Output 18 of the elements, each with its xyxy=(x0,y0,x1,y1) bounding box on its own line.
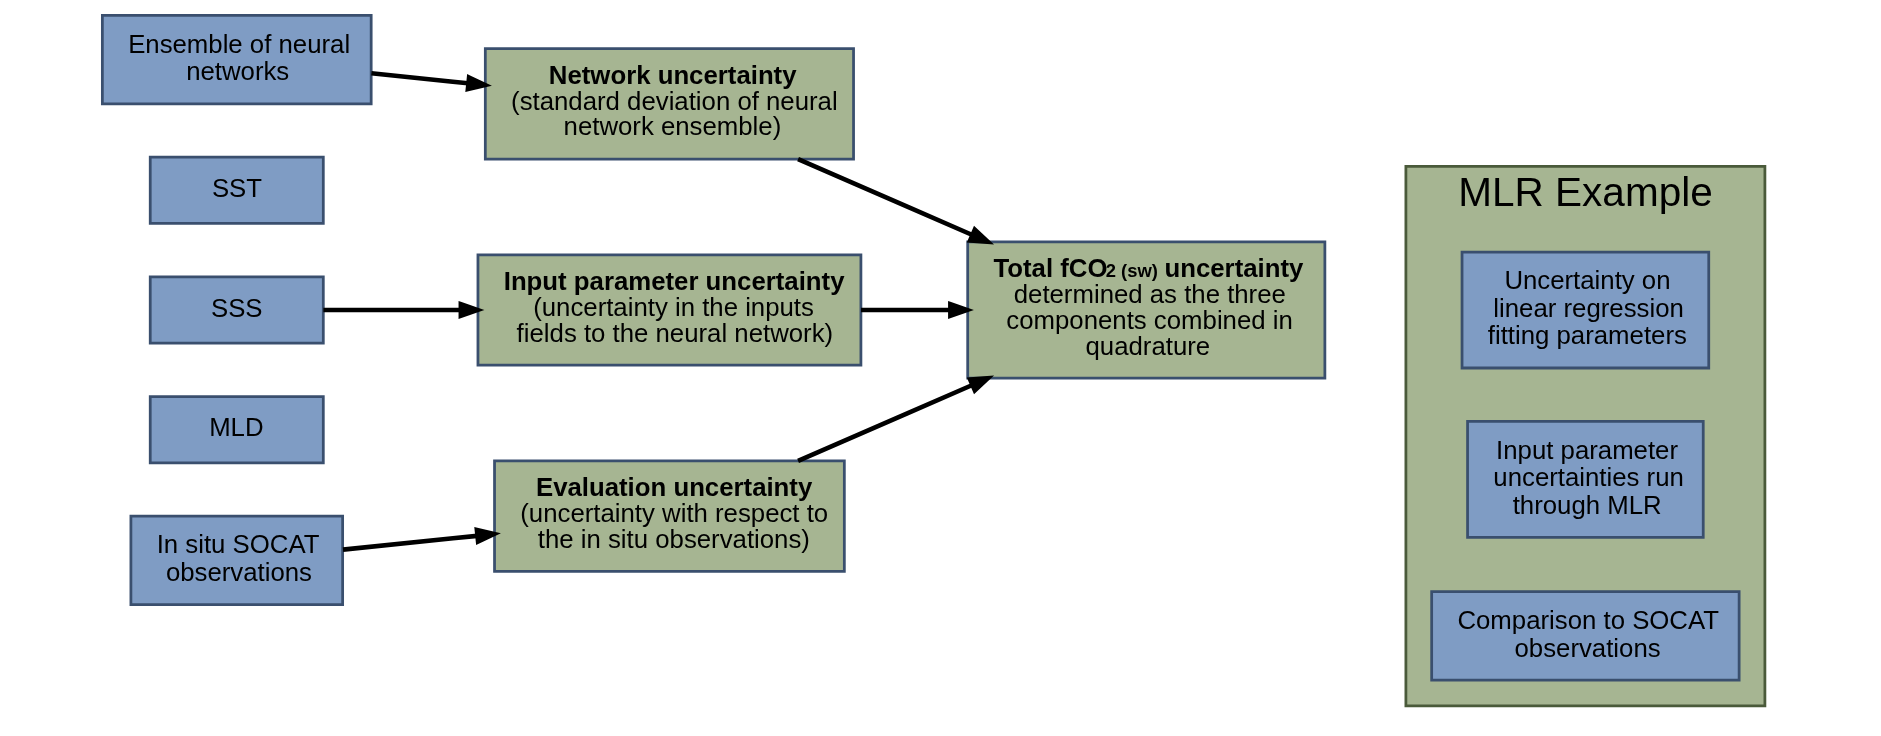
node-box: Uncertainty on linear regression fitting parameters xyxy=(1460,250,1710,370)
arrow xyxy=(322,300,484,320)
node-box: SSS xyxy=(148,275,325,345)
arrow xyxy=(342,527,501,552)
node-box: MLD xyxy=(148,395,325,465)
node-box: In situ SOCAT observations xyxy=(129,514,344,606)
arrow xyxy=(370,71,492,93)
node-box: Ensemble of neural networks xyxy=(100,14,373,106)
node-box: Comparison to SOCAT observations xyxy=(1429,590,1740,682)
arrow xyxy=(860,300,974,320)
node-box: Evaluation uncertainty (uncertainty with respect to the in situ observations) xyxy=(492,459,846,573)
arrow xyxy=(796,375,994,464)
node-box: Total fCO2 (sw) uncertainty determined as the three components combined in quadrature xyxy=(965,240,1326,380)
node-box: SST xyxy=(148,155,325,225)
node-box: Input parameter uncertainties run through MLR xyxy=(1465,420,1705,539)
node-box: Network uncertainty (standard deviation of neural network ensemble) xyxy=(483,47,855,161)
arrow xyxy=(796,156,994,245)
node-box: Input parameter uncertainty (uncertainty in the inputs fields to the neural network) xyxy=(476,253,862,367)
